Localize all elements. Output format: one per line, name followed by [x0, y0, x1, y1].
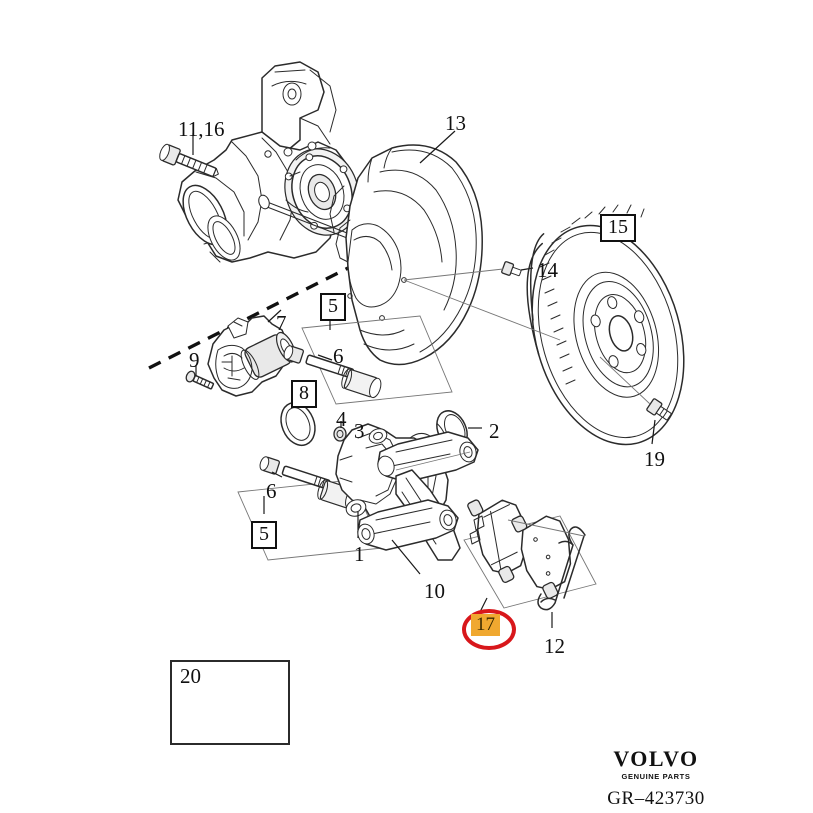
disc-locating-screw-19	[599, 356, 672, 445]
callout-13: 13	[445, 111, 466, 135]
callout-6-lower: 6	[266, 479, 277, 503]
callout-8: 8	[291, 380, 317, 408]
disc-cooling-vanes	[539, 204, 645, 385]
volvo-wordmark: VOLVO	[613, 746, 699, 771]
callout-5-lower: 5	[251, 521, 277, 549]
brake-disc-15	[403, 204, 685, 446]
volvo-branding-block: VOLVO GENUINE PARTS GR–423730	[596, 748, 716, 808]
hub-bolt-11-16	[159, 133, 219, 178]
callout-14: 14	[537, 258, 558, 282]
steering-knuckle-assembly	[177, 61, 361, 263]
dashed-divider-line	[148, 260, 361, 370]
callout-20: 20	[180, 664, 201, 688]
motor-screw-9	[185, 366, 215, 390]
callout-10: 10	[424, 579, 445, 603]
part-number-code: GR–423730	[607, 787, 705, 809]
pad-retaining-spring-12	[507, 519, 586, 628]
callout-17-highlighted[interactable]: 17	[471, 614, 500, 636]
callout-1: 1	[354, 542, 365, 566]
callout-6-upper: 6	[333, 344, 344, 368]
callout-3: 3	[354, 419, 365, 443]
callout-15: 15	[600, 214, 636, 242]
callout-11-16: 11,16	[178, 117, 225, 141]
callout-9: 9	[189, 348, 200, 372]
bleed-nipple-cap-4	[333, 421, 347, 442]
callout-7: 7	[276, 311, 287, 335]
callout-12: 12	[544, 634, 565, 658]
guide-pin-kit-upper-5	[283, 315, 453, 405]
highlight-ring-17	[462, 609, 516, 650]
callout-19: 19	[644, 447, 665, 471]
callout-5-upper: 5	[320, 293, 346, 321]
brake-dust-shield-13	[329, 130, 483, 366]
sealing-ring-8	[280, 400, 316, 447]
brake-pad-set-17	[463, 499, 597, 613]
callout-4: 4	[336, 407, 347, 431]
lubricant-inset-box	[170, 660, 290, 745]
genuine-parts-tagline: GENUINE PARTS	[621, 772, 691, 781]
callout-2: 2	[489, 419, 500, 443]
parking-brake-motor-7	[207, 309, 296, 397]
dust-shield-screw-14	[403, 261, 534, 281]
caliper-carrier-10	[357, 431, 479, 575]
